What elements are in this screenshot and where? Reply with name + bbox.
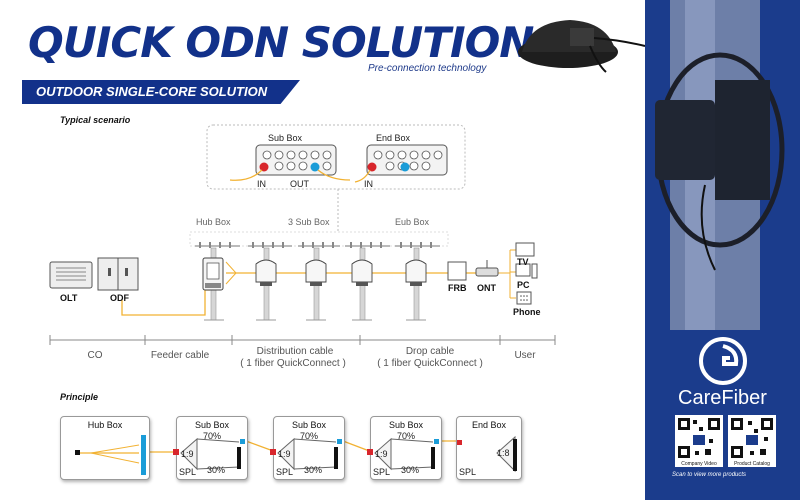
odf-label: ODF <box>110 293 129 303</box>
sub-box-group-label: 3 Sub Box <box>288 217 330 227</box>
principle-sub-box-3-title: Sub Box <box>388 420 424 430</box>
principle-sub-box-1-ratio: 1:9 <box>181 449 194 459</box>
principle-end-box: End Box 1:8 SPL <box>456 416 522 480</box>
pc-label: PC <box>517 280 530 290</box>
principle-hub-box: Hub Box <box>60 416 150 480</box>
callout-sub-box <box>229 144 351 181</box>
sub-box-3-input-connector <box>367 449 373 455</box>
eub-box-label: Eub Box <box>395 217 430 227</box>
principle-sub-box-3-top-pct: 70% <box>397 431 416 441</box>
odf-device <box>97 257 139 291</box>
pole-closure-photo <box>655 0 785 330</box>
principle-sub-box-2-spl: SPL <box>276 467 294 477</box>
principle-sub-box-2: Sub Box 70% 1:9 SPL 30% <box>273 416 345 480</box>
page-subtitle: Pre-connection technology <box>368 63 487 74</box>
callout-end-box <box>354 144 448 183</box>
hub-box-device <box>202 257 224 291</box>
frb-label: FRB <box>448 283 467 293</box>
principle-sub-box-2-ratio: 1:9 <box>278 449 291 459</box>
phone-device <box>516 291 532 305</box>
qr-caption-company-video: Company Video <box>675 461 723 467</box>
sub-box-2-input-connector <box>270 449 276 455</box>
principle-hub-box-title: Hub Box <box>87 420 123 430</box>
typical-scenario-heading: Typical scenario <box>60 115 131 125</box>
principle-end-box-spl: SPL <box>459 467 477 477</box>
segment-drop-sub: ( 1 fiber QuickConnect ) <box>377 358 483 369</box>
section-banner-text: OUTDOOR SINGLE-CORE SOLUTION <box>36 84 268 99</box>
carefiber-logo-icon <box>699 337 747 385</box>
callout-end-box-label: End Box <box>376 133 411 143</box>
ont-device <box>475 260 499 277</box>
ont-label: ONT <box>477 283 496 293</box>
tv-label: TV <box>517 257 529 267</box>
principle-end-box-title: End Box <box>471 420 507 430</box>
callout-in-label: IN <box>257 179 266 189</box>
principle-sub-box-3-spl: SPL <box>373 467 391 477</box>
principle-sub-box-2-bottom-pct: 30% <box>304 465 323 475</box>
segment-distribution-sub: ( 1 fiber QuickConnect ) <box>240 358 346 369</box>
qr-caption-product-catalog: Product Catalog <box>728 461 776 467</box>
tv-device <box>515 242 535 257</box>
callout-end-in-label: IN <box>364 179 373 189</box>
segment-user: User <box>514 350 536 361</box>
segment-distribution: Distribution cable <box>256 346 334 357</box>
principle-sub-box-1: Sub Box 70% 1:9 SPL 30% <box>176 416 248 480</box>
segment-drop: Drop cable <box>405 346 455 357</box>
callout-sub-box-label: Sub Box <box>268 133 303 143</box>
segment-co: CO <box>87 350 103 361</box>
sub-box-1-input-connector <box>173 449 179 455</box>
scenario-diagram <box>49 124 556 345</box>
callout-out-label: OUT <box>290 179 309 189</box>
principle-sub-box-1-bottom-pct: 30% <box>207 465 226 475</box>
qr-code-company-video[interactable] <box>675 415 723 461</box>
principle-end-box-ratio: 1:8 <box>497 448 510 458</box>
segment-feeder: Feeder cable <box>150 350 210 361</box>
principle-sub-box-2-top-pct: 70% <box>300 431 319 441</box>
principle-sub-box-1-spl: SPL <box>179 467 197 477</box>
principle-sub-box-2-title: Sub Box <box>291 420 327 430</box>
frb-device <box>447 261 467 281</box>
principle-heading: Principle <box>60 392 99 402</box>
olt-device <box>49 261 93 289</box>
pc-device <box>515 263 538 279</box>
brand-name: CareFiber <box>678 387 767 409</box>
page-title: QUICK ODN SOLUTION <box>28 18 534 67</box>
section-banner <box>22 80 300 104</box>
principle-sub-box-3-ratio: 1:9 <box>375 449 388 459</box>
olt-label: OLT <box>60 293 78 303</box>
principle-sub-box-3: Sub Box 70% 1:9 SPL 30% <box>370 416 442 480</box>
scan-instruction: Scan to view more products <box>672 472 747 478</box>
qr-code-product-catalog[interactable] <box>728 415 776 461</box>
phone-label: Phone <box>513 307 541 317</box>
hub-box-label: Hub Box <box>196 217 231 227</box>
principle-sub-box-1-top-pct: 70% <box>203 431 222 441</box>
closure-product-image <box>518 20 646 73</box>
principle-sub-box-1-title: Sub Box <box>194 420 230 430</box>
principle-sub-box-3-bottom-pct: 30% <box>401 465 420 475</box>
